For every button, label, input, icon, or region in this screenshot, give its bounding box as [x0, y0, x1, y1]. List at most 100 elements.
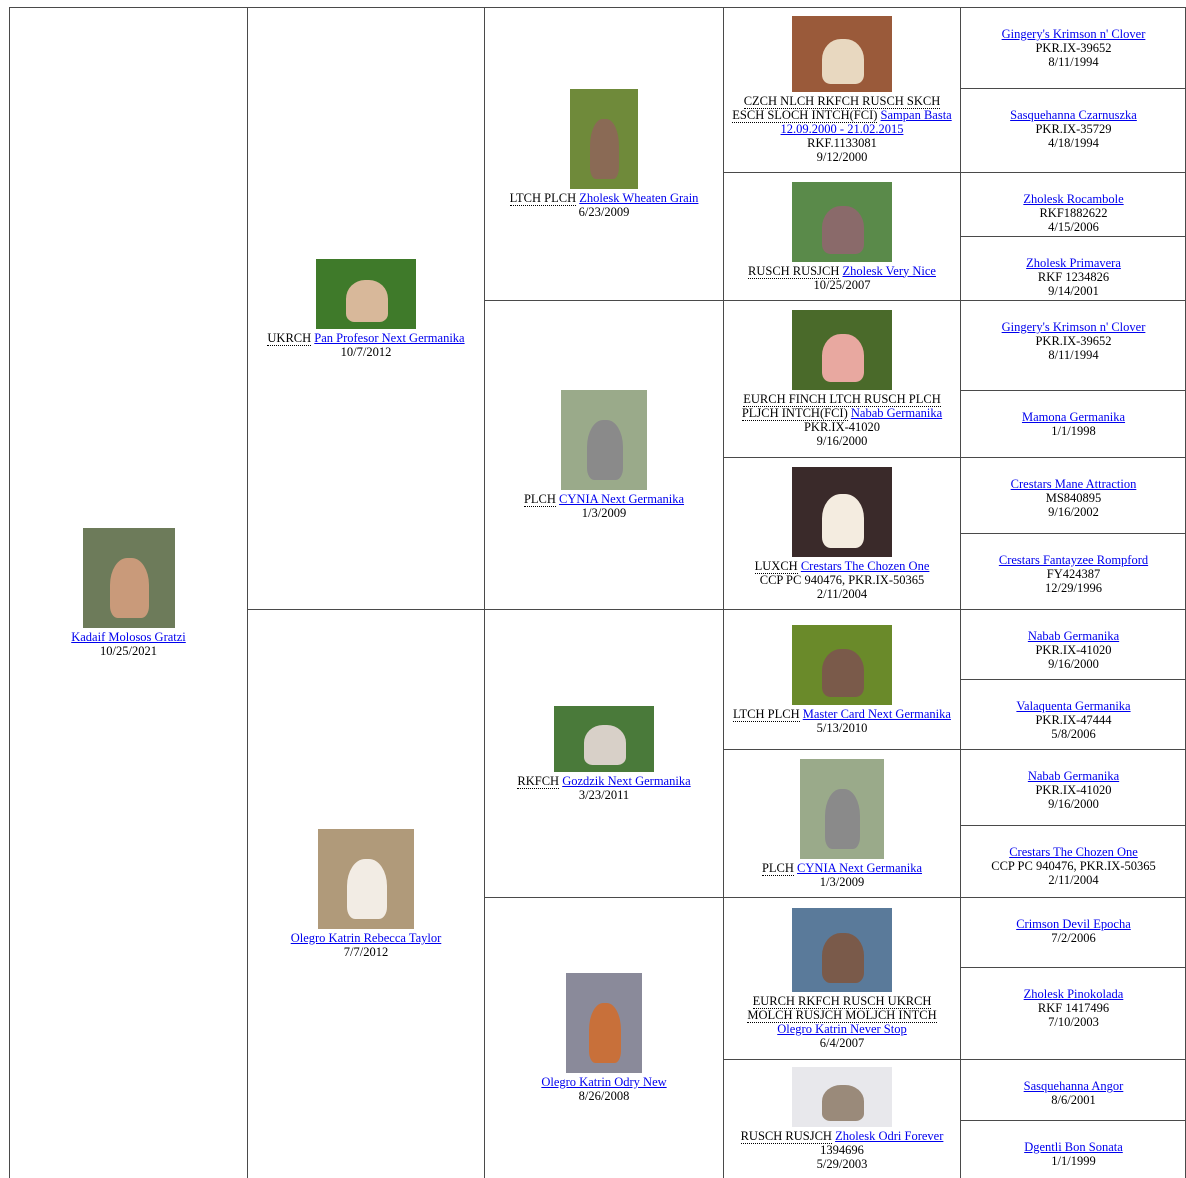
- dog-photo[interactable]: [792, 1067, 892, 1127]
- dog-photo[interactable]: [792, 624, 892, 705]
- dog-name-link[interactable]: Olegro Katrin Never Stop: [777, 1021, 907, 1036]
- dog-name-link[interactable]: Zholesk Rocambole: [1023, 192, 1124, 206]
- dog-name-link[interactable]: Crestars Fantayzee Rompford: [998, 553, 1149, 567]
- registration-number: 1394696: [820, 1143, 864, 1157]
- dog-photo[interactable]: [561, 390, 647, 490]
- dog-name-link[interactable]: Pan Profesor Next Germanika: [314, 330, 465, 345]
- titles-abbr: LTCH PLCH: [733, 706, 800, 722]
- dog-name-link[interactable]: Crestars The Chozen One: [800, 558, 930, 573]
- dog-figure: [822, 205, 864, 254]
- dog-name-link[interactable]: Nabab Germanika: [1027, 629, 1120, 643]
- dog-name-link[interactable]: Zholesk Primavera: [1026, 256, 1121, 270]
- birth-date: 4/18/1994: [1048, 136, 1099, 150]
- birth-date: 8/26/2008: [578, 1089, 630, 1103]
- birth-date: 10/7/2012: [340, 344, 392, 359]
- dog-name-link[interactable]: Nabab Germanika: [850, 406, 943, 420]
- dog-name-link[interactable]: Dgentli Bon Sonata: [1024, 1140, 1123, 1154]
- dog-photo[interactable]: [318, 829, 414, 929]
- dog-name-link[interactable]: Gingery's Krimson n' Clover: [1001, 27, 1146, 41]
- birth-date: 5/8/2006: [1051, 727, 1096, 741]
- dog-photo[interactable]: [792, 310, 892, 390]
- dog-photo[interactable]: [316, 258, 416, 329]
- titles-abbr: LTCH PLCH: [509, 191, 577, 206]
- dog-name-link[interactable]: Crimson Devil Epocha: [1016, 917, 1131, 931]
- cell-border: [960, 533, 1186, 534]
- dog-photo[interactable]: [82, 528, 175, 628]
- dog-name-link[interactable]: Zholesk Wheaten Grain: [579, 191, 699, 205]
- cell-border: [484, 897, 723, 898]
- dog-name-link[interactable]: Zholesk Odri Forever: [835, 1129, 944, 1143]
- birth-date: 1/1/1998: [1051, 424, 1096, 438]
- title-line: Zholesk Primavera: [967, 256, 1180, 270]
- dog-figure: [822, 38, 864, 85]
- titles-abbr: LUXCH: [754, 558, 798, 574]
- registration-number: PKR.IX-47444: [1035, 713, 1112, 727]
- cell-border: [960, 88, 1186, 89]
- birth-date: 4/15/2006: [1048, 220, 1099, 234]
- birth-date: 6/23/2009: [578, 205, 630, 219]
- dog-photo[interactable]: [554, 705, 654, 772]
- dog-photo[interactable]: [792, 16, 892, 92]
- dog-photo[interactable]: [792, 466, 892, 557]
- dog-name-link[interactable]: CYNIA Next Germanika: [797, 860, 923, 875]
- dog-photo[interactable]: [800, 758, 884, 859]
- dog-name-link[interactable]: Gozdzik Next Germanika: [562, 773, 691, 788]
- birth-date: 2/11/2004: [1048, 873, 1099, 887]
- cell-border: [960, 967, 1186, 968]
- birth-date: 7/7/2012: [343, 945, 389, 959]
- birth-date: 1/3/2009: [581, 506, 627, 520]
- title-line: Zholesk Rocambole: [967, 192, 1180, 206]
- cell-border: [960, 300, 1186, 301]
- dog-photo[interactable]: [792, 907, 892, 992]
- registration-number: PKR.IX-39652: [1035, 41, 1112, 55]
- dog-name-link[interactable]: Crestars Mane Attraction: [1010, 477, 1137, 491]
- dog-name-link[interactable]: Olegro Katrin Odry New: [541, 1075, 667, 1089]
- gen3-cell: EURCH RKFCH RUSCH UKRCH MOLCH RUSJCH MOL…: [724, 898, 960, 1059]
- cell-border: [723, 897, 960, 898]
- registration-number: RKF.1133081: [807, 136, 877, 150]
- title-line: Crestars Fantayzee Rompford: [967, 553, 1180, 567]
- birth-date: 1/3/2009: [819, 874, 865, 889]
- cell-border: [960, 390, 1186, 391]
- titles-abbr: PLCH: [523, 492, 556, 507]
- birth-date: 3/23/2011: [578, 787, 630, 802]
- dog-name-link[interactable]: Master Card Next Germanika: [802, 706, 951, 721]
- dog-name-link[interactable]: Sasquehanna Angor: [1023, 1079, 1124, 1093]
- registration-number: PKR.IX-41020: [803, 420, 881, 434]
- dog-figure: [590, 119, 619, 179]
- dog-photo[interactable]: [570, 89, 638, 189]
- cell-border: [960, 679, 1186, 680]
- title-line: Mamona Germanika: [967, 410, 1180, 424]
- title-line: Kadaif Molosos Gratzi: [16, 630, 241, 644]
- cell-border: [484, 7, 485, 1178]
- dog-name-link[interactable]: Zholesk Very Nice: [842, 263, 936, 278]
- dog-name-link[interactable]: Valaquenta Germanika: [1016, 699, 1131, 713]
- dog-name-link[interactable]: Mamona Germanika: [1021, 410, 1126, 424]
- dog-name-link[interactable]: Sampan Basta 12.09.2000 - 21.02.2015: [780, 108, 952, 136]
- dog-name-link[interactable]: Zholesk Pinokolada: [1023, 987, 1124, 1001]
- titles-abbr: RUSCH RUSJCH: [748, 263, 840, 279]
- dog-photo[interactable]: [792, 181, 892, 262]
- dog-name-link[interactable]: Kadaif Molosos Gratzi: [71, 630, 186, 644]
- dog-name-link[interactable]: Nabab Germanika: [1027, 769, 1120, 783]
- dog-name-link[interactable]: CYNIA Next Germanika: [559, 492, 685, 506]
- dog-name-link[interactable]: Gingery's Krimson n' Clover: [1001, 320, 1146, 334]
- dog-name-link[interactable]: Olegro Katrin Rebecca Taylor: [290, 931, 442, 945]
- cell-border: [9, 7, 1186, 8]
- dog-name-link[interactable]: Crestars The Chozen One: [1009, 845, 1138, 859]
- dog-figure: [584, 725, 626, 765]
- registration-number: MS840895: [1045, 491, 1102, 505]
- title-line: LTCH PLCH Zholesk Wheaten Grain: [491, 191, 717, 206]
- cell-border: [960, 749, 1186, 750]
- dog-photo[interactable]: [566, 973, 642, 1073]
- birth-date: 2/11/2004: [816, 586, 868, 601]
- dog-name-link[interactable]: Sasquehanna Czarnuszka: [1010, 108, 1137, 122]
- title-line: Nabab Germanika: [967, 629, 1180, 643]
